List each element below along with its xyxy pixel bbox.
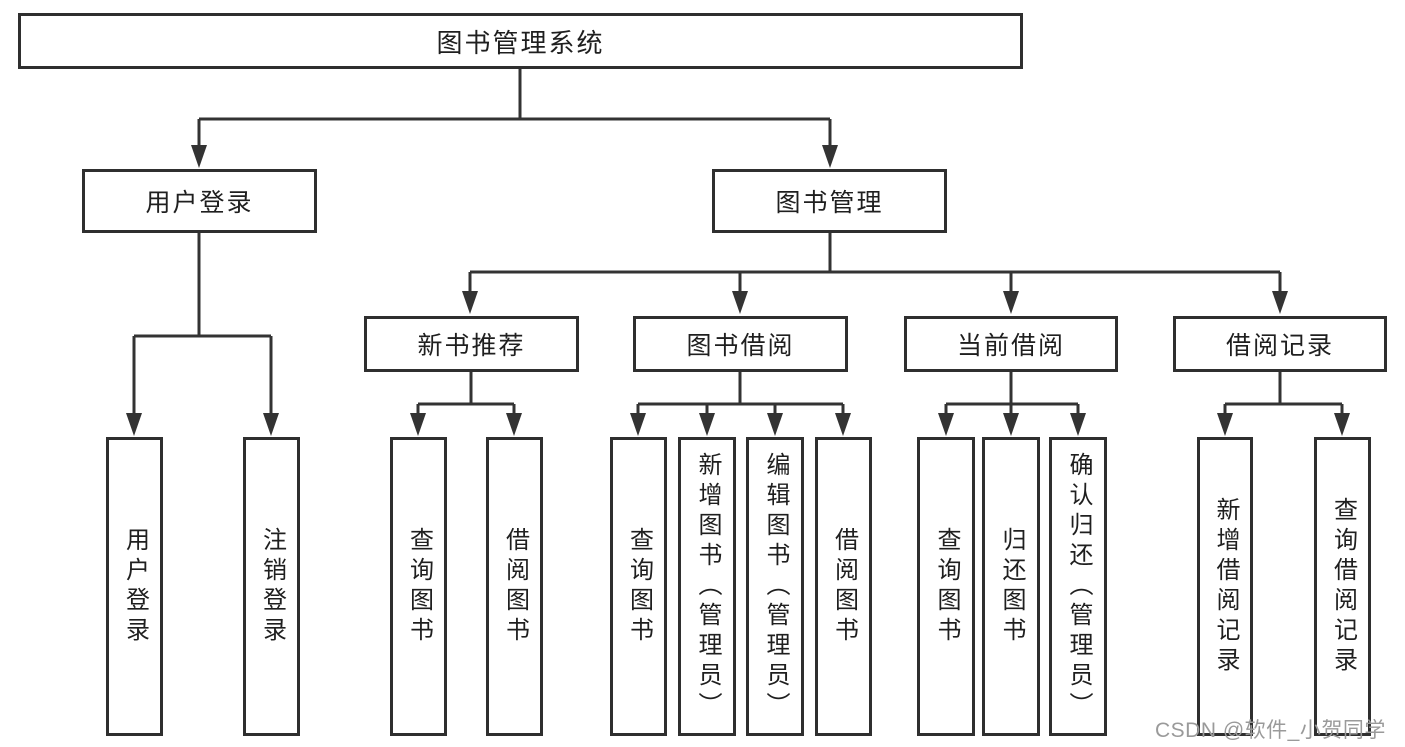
- leaf-label: 查询图书: [625, 526, 653, 647]
- leaf-label: 用户登录: [121, 526, 149, 647]
- arrow-down-icon: [1070, 413, 1086, 436]
- leaf-logout: 注销登录: [243, 437, 300, 736]
- node-current-borrow: 当前借阅: [904, 316, 1118, 372]
- csdn-watermark: CSDN @软件_小贺同学: [1155, 719, 1386, 742]
- leaf-label: 确认归还（管理员）: [1065, 451, 1092, 722]
- leaf-label: 注销登录: [258, 526, 286, 647]
- connector-new-book-to-leaves: [410, 372, 522, 436]
- arrow-down-icon: [1003, 291, 1019, 314]
- connector-user-login-to-leaves: [126, 233, 279, 436]
- connector-root-to-level2: [191, 69, 838, 168]
- leaf-nb-borrow-books: 借阅图书: [486, 437, 543, 736]
- leaf-cb-confirm-return-admin: 确认归还（管理员）: [1049, 437, 1107, 736]
- connector-book-borrow-to-leaves: [630, 372, 851, 436]
- arrow-down-icon: [126, 413, 142, 436]
- arrow-down-icon: [1217, 413, 1233, 436]
- leaf-bb-edit-books-admin: 编辑图书（管理员）: [746, 437, 804, 736]
- node-label: 图书借阅: [686, 332, 795, 360]
- leaf-bb-query-books: 查询图书: [610, 437, 667, 736]
- node-book-borrow: 图书借阅: [633, 316, 848, 372]
- leaf-br-add-record: 新增借阅记录: [1197, 437, 1253, 736]
- node-label: 图书管理系统: [436, 27, 605, 58]
- arrow-down-icon: [1272, 291, 1288, 314]
- arrow-down-icon: [767, 413, 783, 436]
- arrow-down-icon: [506, 413, 522, 436]
- node-label: 当前借阅: [956, 332, 1065, 360]
- leaf-cb-return-books: 归还图书: [982, 437, 1040, 736]
- leaf-label: 新增借阅记录: [1212, 496, 1239, 677]
- arrow-down-icon: [410, 413, 426, 436]
- leaf-label: 新增图书（管理员）: [694, 451, 721, 722]
- leaf-label: 归还图书: [998, 526, 1025, 647]
- arrow-down-icon: [835, 413, 851, 436]
- leaf-bb-add-books-admin: 新增图书（管理员）: [678, 437, 736, 736]
- connector-book-management-to-level3: [462, 233, 1288, 314]
- arrow-down-icon: [191, 145, 207, 168]
- arrow-down-icon: [1003, 413, 1019, 436]
- arrow-down-icon: [630, 413, 646, 436]
- arrow-down-icon: [699, 413, 715, 436]
- arrow-down-icon: [462, 291, 478, 314]
- leaf-nb-query-books: 查询图书: [390, 437, 447, 736]
- arrow-down-icon: [732, 291, 748, 314]
- leaf-br-query-record: 查询借阅记录: [1314, 437, 1371, 736]
- arrow-down-icon: [822, 145, 838, 168]
- leaf-label: 借阅图书: [501, 526, 529, 647]
- leaf-label: 查询图书: [405, 526, 433, 647]
- leaf-bb-borrow-books: 借阅图书: [815, 437, 872, 736]
- node-user-login: 用户登录: [82, 169, 317, 233]
- leaf-label: 查询借阅记录: [1329, 496, 1357, 677]
- leaf-user-login: 用户登录: [106, 437, 163, 736]
- node-book-management: 图书管理: [712, 169, 947, 233]
- arrow-down-icon: [938, 413, 954, 436]
- node-borrow-record: 借阅记录: [1173, 316, 1387, 372]
- leaf-label: 编辑图书（管理员）: [762, 451, 789, 722]
- leaf-label: 查询图书: [933, 526, 960, 647]
- arrow-down-icon: [263, 413, 279, 436]
- node-label: 新书推荐: [417, 332, 526, 360]
- node-library-management-system: 图书管理系统: [18, 13, 1023, 69]
- leaf-label: 借阅图书: [830, 526, 858, 647]
- node-label: 借阅记录: [1225, 332, 1334, 360]
- node-label: 用户登录: [145, 189, 254, 217]
- node-new-book-recommend: 新书推荐: [364, 316, 579, 372]
- leaf-cb-query-books: 查询图书: [917, 437, 975, 736]
- connector-current-borrow-to-leaves: [938, 372, 1086, 436]
- arrow-down-icon: [1334, 413, 1350, 436]
- connector-borrow-record-to-leaves: [1217, 372, 1350, 436]
- node-label: 图书管理: [775, 189, 884, 217]
